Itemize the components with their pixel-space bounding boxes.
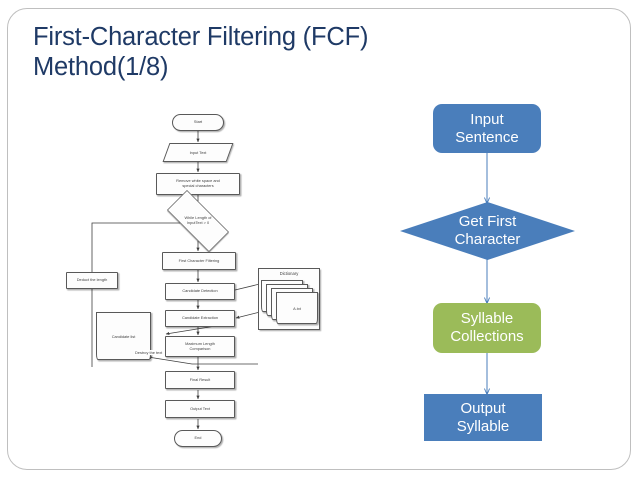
flow-node-end: End: [174, 430, 222, 447]
flow-node-label: Deduct the length: [76, 277, 108, 283]
flow-node-label: End: [194, 435, 202, 441]
flow-node-label: Candidate Extraction: [181, 315, 219, 321]
flow-node-label: Maximum Length Comparison: [185, 340, 215, 351]
flow-node-deduct-the-length: Deduct the length: [66, 272, 118, 289]
flow-node-output-text: Output Text: [165, 400, 235, 418]
node-output-syllable: Output Syllable: [424, 394, 542, 441]
node-label: Input Sentence: [455, 110, 519, 146]
flow-node-label: Candidate list: [111, 333, 136, 339]
flow-node-label: While Length of InputText > 0: [184, 215, 212, 225]
flow-node-input-text: Input Text: [162, 143, 234, 162]
flow-edge-label-destroy-the-text: Destroy the text: [134, 350, 164, 355]
fcf-algorithm-flowchart: Start Input Text Remove white space and …: [62, 102, 342, 457]
flow-node-start: Start: [172, 114, 224, 131]
flow-node-first-character-filtering: First Character Filtering: [162, 252, 236, 270]
flow-node-final-result: Final Result: [165, 371, 235, 389]
node-get-first-character: Get First Character: [400, 202, 575, 260]
flow-node-label: Start: [193, 119, 203, 125]
flow-node-candidate-detection: Candidate Detection: [165, 283, 235, 300]
node-label: Syllable Collections: [450, 310, 524, 345]
page-title: First-Character Filtering (FCF) Method(1…: [33, 23, 369, 81]
node-input-sentence: Input Sentence: [433, 104, 541, 153]
node-label: Output Syllable: [456, 399, 510, 435]
flow-node-label: Candidate Detection: [182, 288, 218, 294]
flow-node-candidate-extraction: Candidate Extraction: [165, 310, 235, 327]
flow-node-label: Remove white space and special character…: [176, 178, 220, 188]
flow-node-label: First Character Filtering: [178, 257, 220, 263]
node-syllable-collections: Syllable Collections: [433, 303, 541, 353]
node-label: Get First Character: [454, 213, 521, 248]
flow-node-label: Input Text: [189, 150, 207, 155]
flow-node-maximum-length-comparison: Maximum Length Comparison: [165, 336, 235, 357]
syllable-segmentation-diagram: Input Sentence Get First Character Sylla…: [395, 98, 590, 446]
flow-group-label: Dictionary: [279, 271, 299, 276]
right-diagram-connectors: [395, 153, 590, 446]
dictionary-file-label: A.txt: [293, 305, 301, 311]
flow-node-remove-whitespace: Remove white space and special character…: [156, 173, 240, 195]
dictionary-file-stack-1: A.txt: [276, 292, 318, 324]
diamond-shape: [400, 202, 575, 260]
flow-node-label: Final Result: [189, 376, 211, 382]
flow-node-label: Output Text: [190, 405, 210, 411]
flow-node-while-length: While Length of InputText > 0: [156, 190, 240, 252]
